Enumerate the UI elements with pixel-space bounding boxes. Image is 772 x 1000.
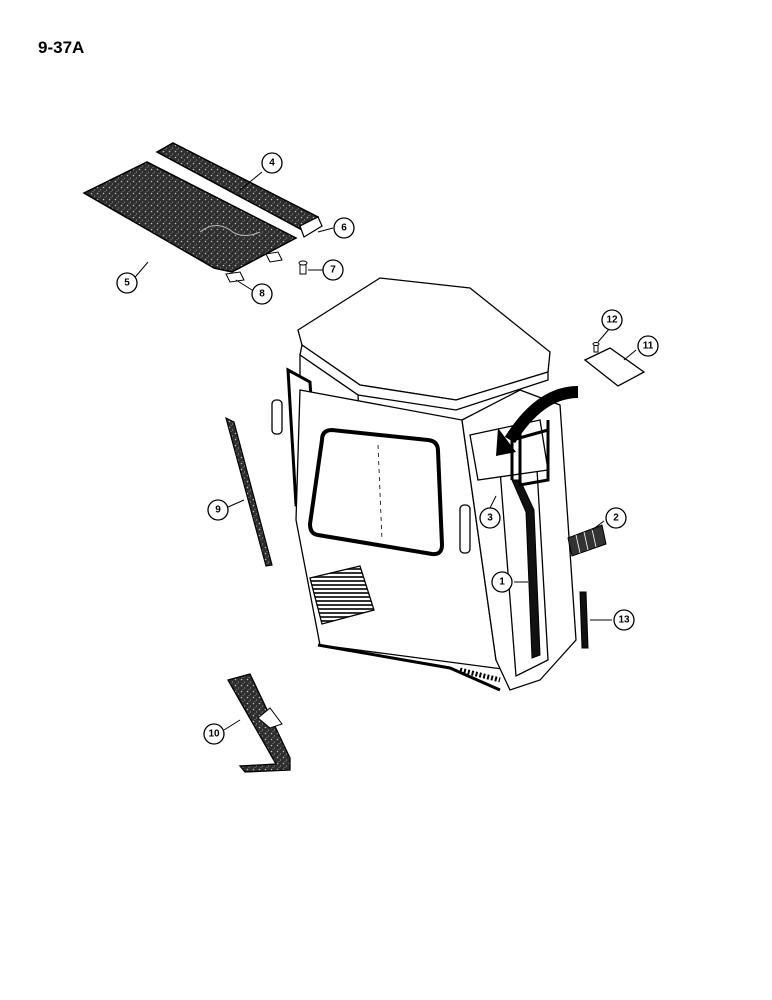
leader-lines: [130, 171, 637, 731]
curved-arrow: [504, 386, 579, 444]
callout-9: 9: [207, 499, 229, 521]
part-13-seal-strip: [579, 591, 589, 649]
cab-step: [459, 667, 501, 683]
callout-8: 8: [251, 283, 273, 305]
curved-arrow-head: [496, 428, 516, 456]
svg-text:7: 7: [330, 265, 336, 276]
page-title: 9-37A: [38, 38, 85, 57]
callout-5: 5: [116, 272, 138, 294]
callout-10: 10: [203, 723, 225, 745]
part-11-plate: [583, 347, 646, 387]
callout-6: 6: [333, 217, 355, 239]
part-4-strip-end: [299, 216, 323, 238]
part-10-panel: [227, 673, 291, 773]
callout-4: 4: [261, 152, 283, 174]
part-8-clip-right: [265, 251, 283, 263]
svg-text:6: 6: [341, 223, 347, 234]
callout-11: 11: [637, 335, 659, 357]
part-12-screw: [592, 342, 600, 353]
cab-front-window: [307, 427, 445, 557]
callout-12: 12: [601, 309, 623, 331]
part-8-clip-left: [225, 271, 245, 283]
svg-text:12: 12: [606, 315, 618, 326]
part-9-seal-strip: [225, 416, 273, 567]
part-7-screw: [298, 260, 308, 275]
callout-1: 1: [491, 571, 513, 593]
svg-text:1: 1: [499, 577, 505, 588]
cab-floor-edge: [317, 643, 501, 692]
svg-text:4: 4: [269, 158, 275, 169]
svg-text:10: 10: [208, 729, 220, 740]
part-5-panel-wiring: [199, 225, 261, 236]
svg-text:8: 8: [259, 289, 265, 300]
svg-text:13: 13: [618, 615, 630, 626]
callout-7: 7: [322, 259, 344, 281]
part-2-strip: [567, 524, 607, 557]
svg-text:9: 9: [215, 505, 221, 516]
rear-window-seal: [518, 420, 550, 487]
cab-grab-handle-left: [271, 399, 283, 435]
callout-2: 2: [605, 507, 627, 529]
svg-text:5: 5: [124, 278, 130, 289]
part-2-ribbing: [575, 528, 597, 554]
cab-assembly: [271, 277, 577, 692]
callout-13: 13: [613, 609, 635, 631]
cab-vent: [309, 565, 375, 625]
svg-text:11: 11: [643, 341, 654, 352]
svg-text:2: 2: [613, 513, 619, 524]
callout-3: 3: [479, 507, 501, 529]
part-10-cutout: [257, 707, 283, 729]
svg-text:3: 3: [487, 513, 493, 524]
cab-grab-handle-front: [459, 504, 471, 554]
part-5-headliner-panel: [82, 161, 298, 273]
